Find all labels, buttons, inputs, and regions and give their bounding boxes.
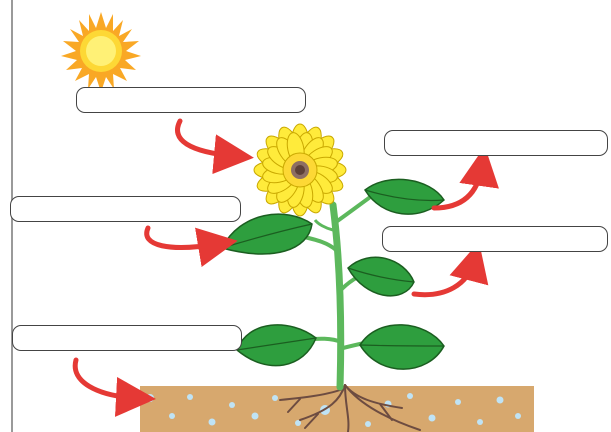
- label-box-flower[interactable]: [384, 130, 608, 156]
- label-box-sun[interactable]: [76, 87, 306, 113]
- label-box-stem[interactable]: [382, 226, 608, 252]
- label-box-leaf[interactable]: [10, 196, 241, 222]
- arrow-to-flower: [177, 121, 234, 156]
- sun-icon: [61, 12, 141, 92]
- leaf-lower-right: [360, 325, 444, 369]
- leaf-lower-left: [237, 325, 316, 366]
- soil: [140, 386, 534, 432]
- arrow-to-left-leaf: [147, 228, 218, 247]
- flower-icon: [254, 124, 346, 216]
- label-box-root[interactable]: [12, 325, 242, 351]
- leaf-middle-right: [348, 257, 414, 296]
- arrow-to-roots: [75, 360, 136, 398]
- arrow-to-stem: [414, 261, 474, 295]
